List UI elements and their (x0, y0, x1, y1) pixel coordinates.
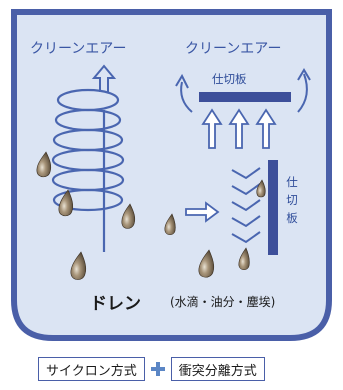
cyclone-outlet-arrow-icon (91, 64, 117, 92)
up-arrow-icon (228, 108, 250, 149)
droplet-icon (198, 249, 215, 278)
up-arrow-icon (201, 108, 223, 149)
method-caption: サイクロン方式 衝突分離方式 (38, 356, 265, 382)
inflow-arrow-icon (185, 201, 220, 223)
droplet-icon (58, 189, 74, 217)
droplet-icon (36, 151, 52, 178)
droplet-icon (256, 179, 266, 198)
cyclone-coil (51, 88, 125, 252)
clean-air-label-left: クリーンエアー (30, 41, 127, 57)
collision-method-box: 衝突分離方式 (170, 357, 265, 381)
deflection-arrows (231, 167, 261, 244)
partition-label-horizontal: 仕切板 (212, 72, 247, 86)
clean-air-label-right: クリーンエアー (185, 41, 282, 57)
separator-panel (11, 9, 332, 341)
curve-arrow-right-icon (297, 73, 308, 113)
partition-plate-vertical (268, 160, 278, 255)
partition-plate-horizontal (199, 92, 291, 102)
partition-label-vertical: 仕切板 (286, 175, 298, 225)
droplet-icon (164, 213, 176, 236)
drain-droplets (36, 151, 266, 280)
drain-label: ドレン (90, 294, 141, 314)
cyclone-method-box: サイクロン方式 (38, 357, 145, 381)
drain-detail-label: (水滴・油分・塵埃) (170, 295, 276, 309)
upflow-arrows (201, 108, 277, 149)
up-arrow-icon (255, 108, 277, 149)
curve-arrow-left-icon (180, 81, 193, 113)
droplet-icon (121, 203, 136, 229)
droplet-icon (70, 251, 87, 280)
droplet-icon (238, 247, 250, 271)
plus-icon (150, 362, 165, 376)
clean-air-curve-arrows (175, 68, 311, 113)
